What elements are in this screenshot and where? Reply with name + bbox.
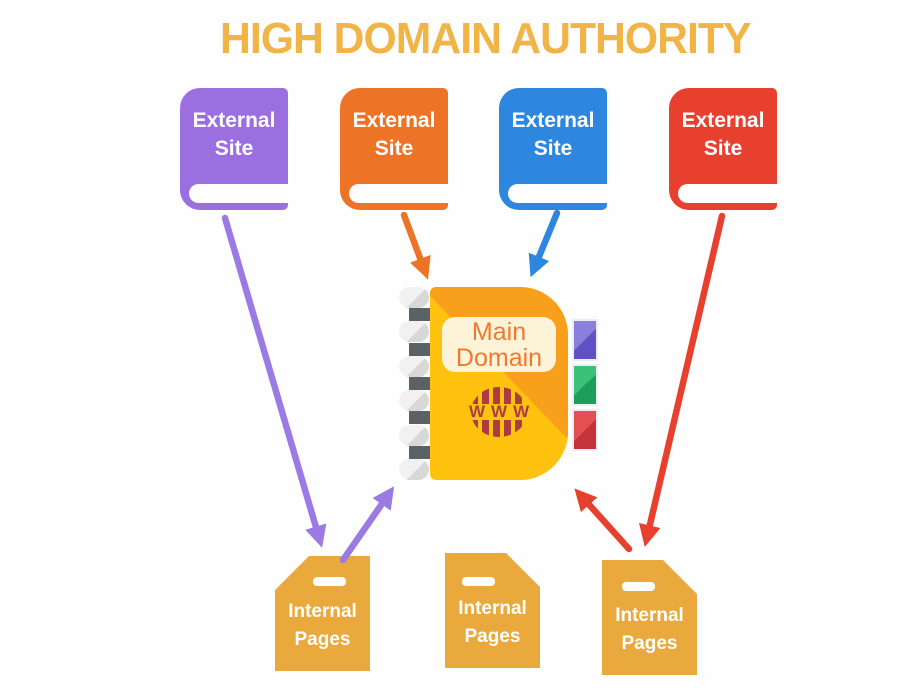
bookmark-tab-green — [572, 364, 598, 406]
spiral-spacer — [409, 342, 430, 356]
internal-pages-label-line2: Pages — [464, 625, 521, 647]
page-title: HIGH DOMAIN AUTHORITY — [219, 14, 751, 63]
notebook-spiral-spine — [399, 287, 430, 480]
internal-pages-label-line2: Pages — [294, 628, 351, 650]
external-site-label-line2: Site — [533, 137, 573, 160]
globe-top-gores — [471, 387, 527, 404]
doc-text-dash — [462, 577, 495, 586]
arrow-orange-book-to-main-domain — [400, 211, 431, 280]
external-site-label-line1: External — [511, 109, 595, 133]
arrow-purple-internal-pages-to-main-domain — [339, 486, 395, 564]
globe-bottom-gores — [471, 420, 527, 437]
arrow-red-internal-pages-to-main-domain — [574, 488, 633, 553]
bookmark-tab-purple — [572, 319, 598, 361]
arrow-purple-book-to-internal-pages — [221, 214, 327, 548]
external-site-book-purple: External Site — [180, 88, 288, 210]
book-pages-stripe — [508, 184, 607, 203]
internal-pages-label-line2: Pages — [621, 632, 678, 654]
internal-pages-doc-left: Internal Pages — [275, 556, 370, 671]
spiral-ring-icon — [399, 355, 429, 377]
internal-pages-doc-right: Internal Pages — [602, 560, 697, 675]
external-site-label-line1: External — [192, 109, 276, 133]
main-domain-label-line2: Domain — [455, 343, 543, 372]
spiral-spacer — [409, 411, 430, 425]
book-pages-stripe — [678, 184, 777, 203]
internal-pages-doc-middle: Internal Pages — [445, 553, 540, 668]
bookmark-tab-red — [572, 409, 598, 451]
spiral-ring-icon — [399, 458, 429, 480]
external-site-label-line2: Site — [214, 137, 254, 160]
notebook-cover-accent — [430, 287, 568, 440]
spiral-ring-icon — [399, 287, 429, 308]
internal-pages-label-line1: Internal — [458, 597, 527, 619]
arrow-blue-book-to-main-domain — [528, 209, 561, 278]
spiral-ring-icon — [399, 424, 429, 446]
spiral-spacer — [409, 376, 430, 390]
main-domain-label: Main Domain — [442, 317, 556, 372]
book-pages-stripe — [189, 184, 288, 203]
internal-pages-label-line1: Internal — [615, 604, 684, 626]
external-site-label-line1: External — [352, 109, 436, 133]
main-domain-notebook — [430, 287, 568, 480]
external-site-book-blue: External Site — [499, 88, 607, 210]
book-pages-stripe — [349, 184, 448, 203]
doc-text-dash — [622, 582, 655, 591]
www-globe-icon: WWW — [469, 387, 529, 437]
external-site-label-line2: Site — [703, 137, 743, 160]
external-site-book-red: External Site — [669, 88, 777, 210]
spiral-spacer — [409, 308, 430, 322]
internal-pages-label-line1: Internal — [288, 600, 357, 622]
main-domain-label-line1: Main — [471, 317, 527, 346]
spiral-ring-icon — [399, 321, 429, 343]
arrow-red-book-to-internal-pages — [638, 212, 726, 547]
spiral-spacer — [409, 445, 430, 459]
spiral-ring-icon — [399, 390, 429, 412]
external-site-label-line1: External — [681, 109, 765, 133]
www-text: WWW — [469, 402, 536, 421]
external-site-book-orange: External Site — [340, 88, 448, 210]
globe-shape — [471, 387, 527, 437]
doc-text-dash — [313, 577, 346, 586]
external-site-label-line2: Site — [374, 137, 414, 160]
